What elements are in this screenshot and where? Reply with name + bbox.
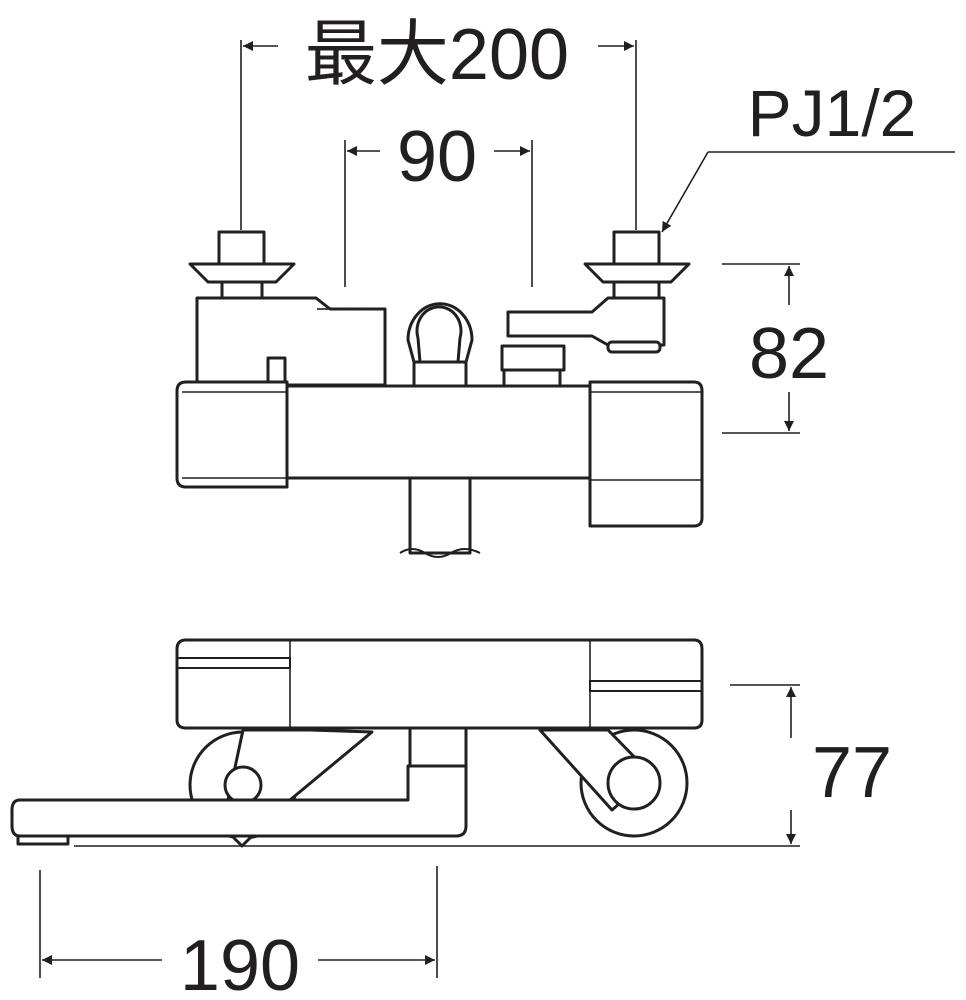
dim-height-top-label: 82 <box>749 314 829 394</box>
right-wall-fitting <box>538 728 689 838</box>
right-block <box>500 344 566 390</box>
dim-inner-width-label: 90 <box>397 117 477 197</box>
left-connection <box>188 230 296 300</box>
dim-height-side-label: 77 <box>812 733 892 813</box>
spout-section <box>399 476 481 558</box>
left-elbow <box>195 296 387 388</box>
dim-height-top: 82 <box>722 263 829 434</box>
main-body <box>175 380 704 528</box>
thread-callout: PJ1/2 <box>661 76 955 233</box>
top-view: 最大200 90 PJ1/2 82 <box>175 15 955 558</box>
dim-inner-width: 90 <box>344 117 533 287</box>
dim-max-width: 最大200 <box>240 15 637 230</box>
dim-length-label: 190 <box>180 926 300 1000</box>
center-loop <box>406 302 474 390</box>
side-spout <box>10 726 468 848</box>
side-view: 77 190 <box>10 638 892 1000</box>
side-main-body <box>175 638 704 730</box>
right-elbow <box>506 296 666 354</box>
dim-length: 190 <box>39 866 438 1000</box>
thread-label: PJ1/2 <box>748 76 917 150</box>
dim-max-width-label: 最大200 <box>305 15 569 95</box>
right-connection <box>583 230 691 300</box>
dim-height-side: 77 <box>74 684 892 847</box>
